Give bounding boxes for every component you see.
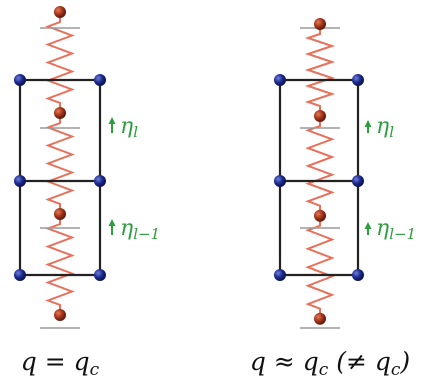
- caption-left: q = qc: [21, 347, 100, 380]
- spring: [305, 116, 335, 216]
- spring: [304, 24, 336, 116]
- equilibrium-marks: [40, 27, 80, 329]
- caption-right: q ≈ qc (≠ qc): [250, 347, 410, 380]
- mass-ball: [314, 18, 326, 30]
- lattice-node: [94, 175, 106, 187]
- spring: [305, 215, 335, 319]
- eta-l-label: ηl: [376, 114, 394, 141]
- lattice-node: [274, 175, 286, 187]
- displacement-arrow: [108, 219, 116, 235]
- lattice-node: [274, 74, 286, 86]
- displacement-arrow: [364, 120, 372, 133]
- eta-l-minus-1-label: ηl−1: [376, 216, 416, 243]
- displacement-arrow: [364, 222, 372, 235]
- spring: [45, 12, 75, 113]
- lattice-node: [352, 74, 364, 86]
- mass-ball: [54, 208, 66, 220]
- spring: [45, 214, 75, 315]
- lattice-node: [352, 269, 364, 281]
- mass-ball: [54, 309, 66, 321]
- mass-ball: [314, 312, 326, 325]
- lattice-node: [14, 269, 26, 281]
- displacement-arrow: [108, 117, 116, 133]
- mass-ball: [314, 110, 326, 122]
- mass-ball: [54, 107, 66, 119]
- lattice-node: [14, 175, 26, 187]
- eta-l-minus-1-label: ηl−1: [120, 216, 160, 243]
- eta-l-label: ηl: [120, 114, 138, 141]
- lattice-node: [14, 74, 26, 86]
- lattice-node: [94, 74, 106, 86]
- right-panel: ηl ηl−1 q ≈ qc (≠ qc): [250, 18, 416, 380]
- mass-ball: [54, 6, 66, 18]
- lattice-node: [94, 269, 106, 281]
- lattice-node: [274, 269, 286, 281]
- left-panel: ηl ηl−1 q = qc: [14, 6, 160, 380]
- mass-ball: [314, 209, 326, 222]
- lattice-node: [352, 175, 364, 187]
